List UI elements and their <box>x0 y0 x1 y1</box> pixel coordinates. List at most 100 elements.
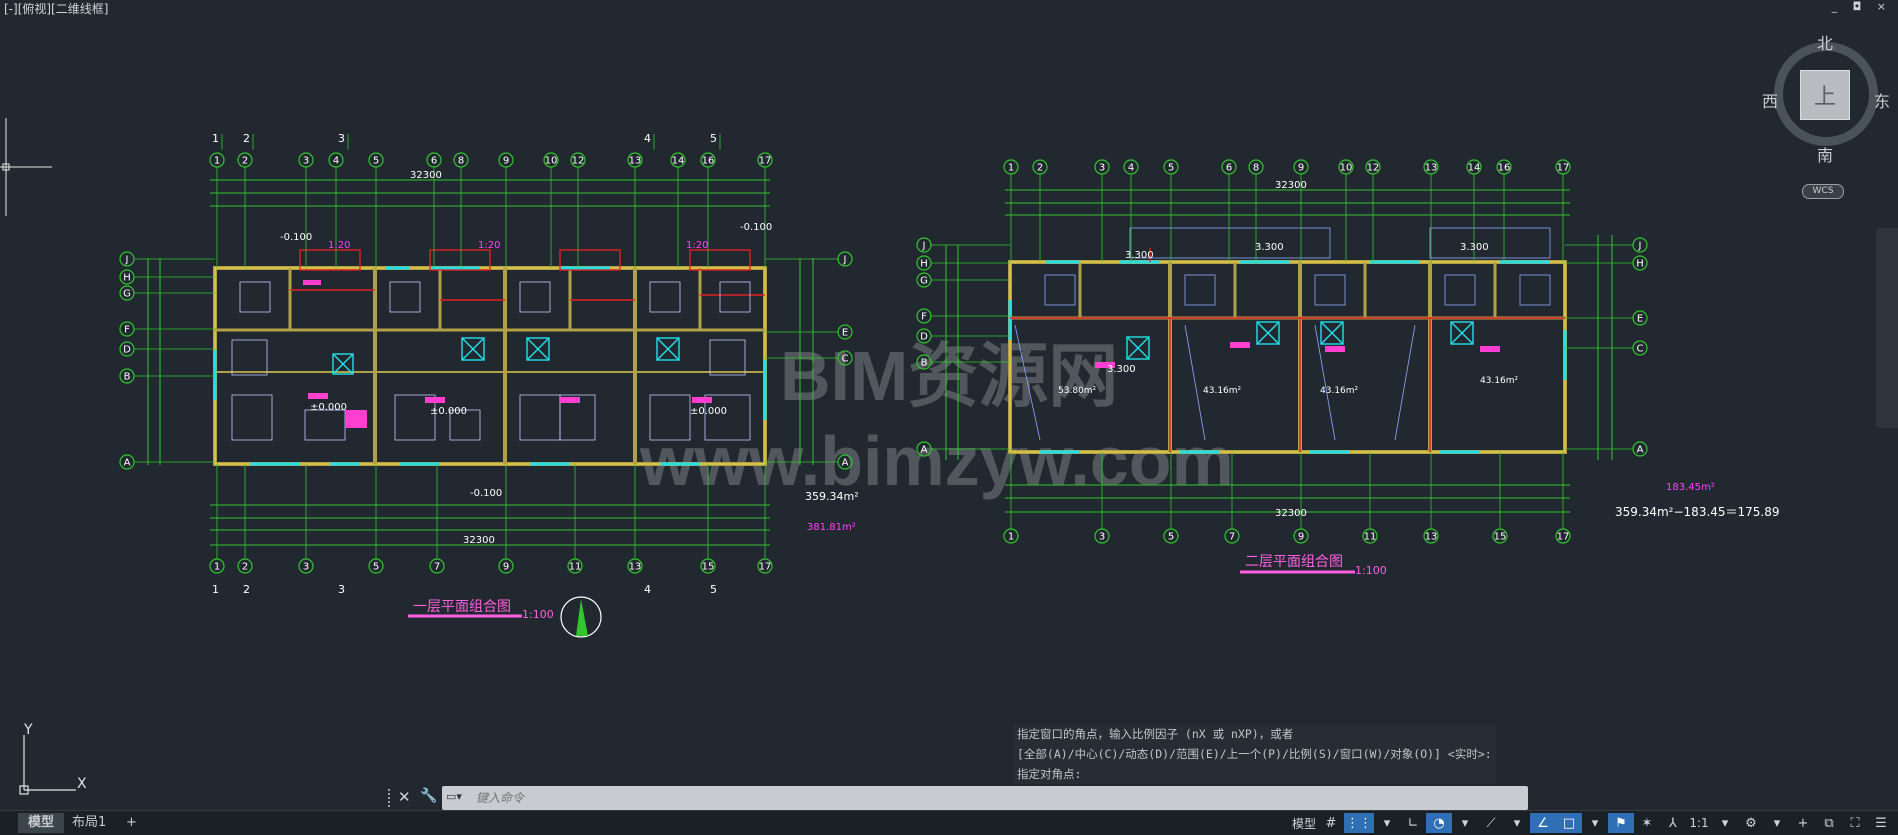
dropdown-icon[interactable]: ▾ <box>1461 815 1469 831</box>
p2-axis-bottom-9: 9 <box>1293 528 1309 544</box>
watermark: BIM资源网 www.bimzyw.com <box>639 337 1234 500</box>
plan2-title: 二层平面组合图 <box>1245 554 1343 570</box>
svg-text:3: 3 <box>303 156 309 167</box>
p1-unit-bottom-3: 3 <box>338 583 345 596</box>
p2-axis-top-8: 8 <box>1248 159 1264 175</box>
svg-text:G: G <box>123 289 131 300</box>
gear-icon[interactable]: ⚙ <box>1745 815 1757 831</box>
p2-overall-dim-top: 32300 <box>1275 180 1307 191</box>
svg-text:J: J <box>922 241 926 252</box>
p1-axis-row-G: G <box>119 285 135 301</box>
compass-north[interactable]: 北 <box>1817 34 1834 53</box>
isolate-objects-icon[interactable]: ⧉ <box>1824 815 1834 831</box>
command-input[interactable] <box>476 786 1516 810</box>
svg-text:11: 11 <box>1364 532 1377 543</box>
menu-icon[interactable]: ☰ <box>1875 815 1887 831</box>
svg-text:5: 5 <box>1168 163 1174 174</box>
dropdown-icon[interactable]: ▾ <box>1721 815 1729 831</box>
p1-level-4: ±0.000 <box>310 402 347 413</box>
p1-axis-bottom-2: 2 <box>237 558 253 574</box>
navigation-bar[interactable] <box>1876 228 1898 428</box>
add-layout-button[interactable]: + <box>126 815 137 830</box>
svg-text:F: F <box>921 312 927 323</box>
p2-axis-top-1: 1 <box>1003 159 1019 175</box>
prompt-menu-icon[interactable]: ▭▾ <box>446 790 462 803</box>
svg-text:16: 16 <box>702 156 715 167</box>
model-space-toggle[interactable]: 模型 <box>1291 816 1316 831</box>
compass-east[interactable]: 东 <box>1874 92 1891 111</box>
viewcube-top-face[interactable]: 上 <box>1800 70 1850 120</box>
object-snap-icon[interactable]: □ <box>1556 813 1582 833</box>
dropdown-icon[interactable]: ▾ <box>1513 815 1521 831</box>
dropdown-icon[interactable]: ▾ <box>1773 815 1781 831</box>
auto-scale-icon[interactable]: ✶ <box>1641 815 1653 831</box>
compass-west[interactable]: 西 <box>1762 92 1779 111</box>
command-history: 指定窗口的角点，输入比例因子 (nX 或 nXP)，或者 [全部(A)/中心(C… <box>1013 724 1496 784</box>
svg-text:7: 7 <box>434 562 440 573</box>
isodraft-icon[interactable]: ⟋ <box>1486 815 1496 831</box>
scale-select[interactable]: 1:1 <box>1689 816 1709 830</box>
svg-text:C: C <box>842 354 849 365</box>
svg-text:15: 15 <box>1494 532 1507 543</box>
plus-icon[interactable]: + <box>1797 815 1809 831</box>
svg-text:F: F <box>124 325 130 336</box>
wrench-icon[interactable]: 🔧 <box>420 788 438 804</box>
snap-icon[interactable]: ⋮⋮ <box>1344 813 1374 833</box>
p2-axis-bottom-7: 7 <box>1224 528 1240 544</box>
p1-unit-bottom-5: 5 <box>710 583 717 596</box>
ortho-icon[interactable]: ∟ <box>1407 815 1419 831</box>
history-line-3: 指定对角点: <box>1017 767 1082 781</box>
command-input-box[interactable]: ▭▾ <box>442 786 1528 810</box>
command-line[interactable]: ✕ 🔧 ▭▾ <box>388 786 1528 810</box>
p1-unit-bottom-4: 4 <box>644 583 651 596</box>
p1-axis-bottom-15: 15 <box>700 558 716 574</box>
p1-area-pink: 381.81m² <box>807 522 856 533</box>
p1-unit-bottom-1: 1 <box>212 583 219 596</box>
svg-text:13: 13 <box>1425 163 1438 174</box>
tab-model[interactable]: 模型 <box>18 813 65 833</box>
svg-text:A: A <box>842 458 849 469</box>
p1-unit-top-3: 3 <box>338 132 345 145</box>
p1-overall-dim-bottom: 32300 <box>463 535 495 546</box>
drag-handle[interactable] <box>388 789 396 807</box>
drawing-canvas[interactable]: BIM资源网 www.bimzyw.com <box>0 0 1898 800</box>
p1-unit-bottom-2: 2 <box>243 583 250 596</box>
p2-axis-top-4: 4 <box>1123 159 1139 175</box>
p2-axis-top-2: 2 <box>1032 159 1048 175</box>
viewcube[interactable]: 北 南 西 东 上 WCS <box>1760 28 1891 199</box>
dropdown-icon[interactable]: ▾ <box>1383 815 1391 831</box>
compass-ring[interactable] <box>1774 42 1878 146</box>
annotation-visibility-icon[interactable]: ⚑ <box>1608 813 1634 833</box>
viewport-label[interactable]: [-][俯视][二维线框] <box>4 2 109 16</box>
compass-south[interactable]: 南 <box>1817 146 1834 165</box>
window-controls[interactable]: _ ◘ × <box>1831 0 1892 13</box>
svg-text:H: H <box>1636 259 1644 270</box>
polar-icon[interactable]: ◔ <box>1426 813 1452 833</box>
wcs-menu[interactable]: WCS <box>1802 184 1844 199</box>
p1-unit-top-5: 5 <box>710 132 717 145</box>
grid-icon[interactable]: # <box>1325 815 1337 831</box>
svg-text:5: 5 <box>373 562 379 573</box>
svg-text:17: 17 <box>759 562 772 573</box>
tab-layout1[interactable]: 布局1 <box>72 815 107 830</box>
p2-axis-right-E: E <box>1632 310 1648 326</box>
fullscreen-icon[interactable]: ⛶ <box>1850 815 1860 831</box>
close-icon[interactable]: ✕ <box>398 788 411 806</box>
annotation-scale-icon[interactable]: ⅄ <box>1669 815 1677 831</box>
p1-axis-top-9: 9 <box>498 152 514 168</box>
object-snap-tracking-icon[interactable]: ∠ <box>1530 813 1556 833</box>
p2-axis-top-13: 13 <box>1423 159 1439 175</box>
p2-axis-right-H: H <box>1632 255 1648 271</box>
p1-unit-top-2: 2 <box>243 132 250 145</box>
svg-text:A: A <box>124 458 131 469</box>
p2-axis-row-J: J <box>916 237 932 253</box>
svg-text:9: 9 <box>503 156 509 167</box>
p2-axis-top-9: 9 <box>1293 159 1309 175</box>
dropdown-icon[interactable]: ▾ <box>1591 815 1599 831</box>
p1-overall-dim-top: 32300 <box>410 170 442 181</box>
p1-axis-bottom-9: 9 <box>498 558 514 574</box>
svg-text:6: 6 <box>431 156 437 167</box>
svg-text:A: A <box>1637 445 1644 456</box>
